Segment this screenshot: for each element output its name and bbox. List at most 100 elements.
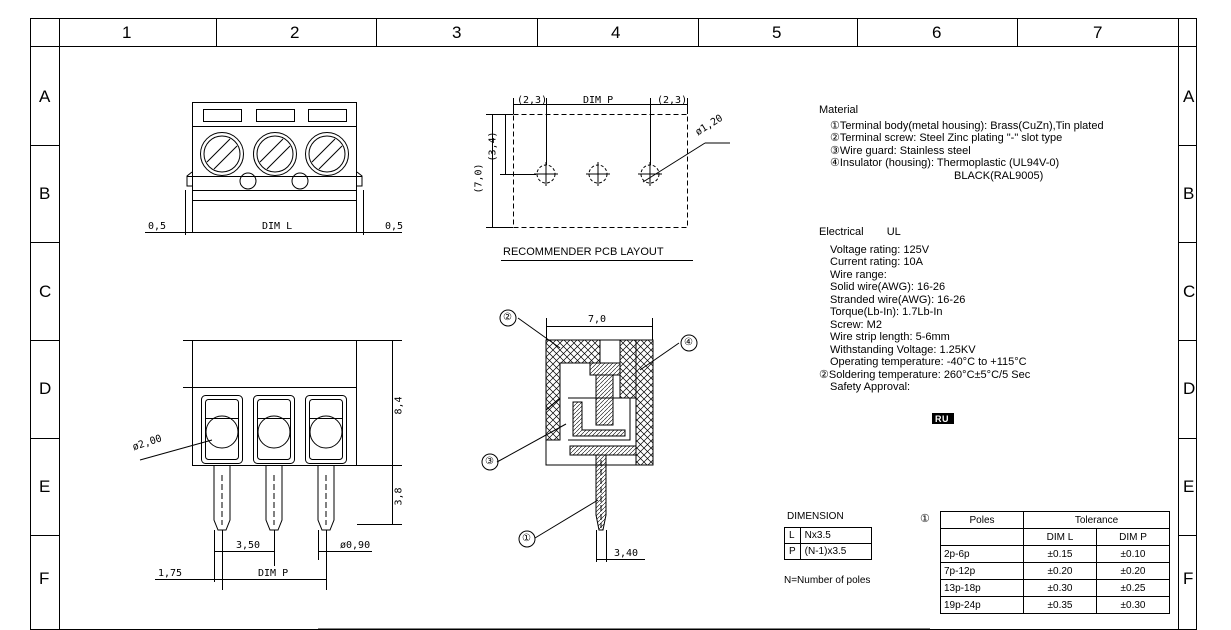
column-label-3: 3: [452, 23, 462, 42]
electrical-ul-heading: UL: [886, 226, 901, 238]
dimension-value: Nx3.5: [799, 527, 872, 544]
front-dim-pitch: 3,50: [236, 540, 261, 551]
poles-cell: 2p-6p: [940, 545, 1024, 563]
electrical-item: ②Soldering temperature: 260°C±5°C/5 Sec: [819, 368, 1031, 381]
dimension-heading: DIMENSION: [787, 511, 844, 522]
front-dim-pin-width: ø0,90: [340, 540, 371, 551]
front-dim-p: DIM P: [258, 568, 289, 579]
pcb-dim-left: (2,3): [517, 95, 548, 106]
material-item: ③Wire guard: Stainless steel: [830, 144, 971, 157]
dimension-value: (N-1)x3.5: [799, 543, 872, 560]
poles-cell: 13p-18p: [940, 579, 1024, 597]
side-view-drawing: [481, 309, 698, 562]
column-label-7: 7: [1093, 23, 1103, 42]
side-dim-width: 7,0: [588, 314, 607, 325]
electrical-item: Stranded wire(AWG): 16-26: [830, 293, 966, 306]
row-label-f: F: [39, 569, 50, 588]
electrical-item: Withstanding Voltage: 1.25KV: [830, 343, 976, 356]
electrical-item: Solid wire(AWG): 16-26: [830, 281, 946, 293]
wire-openings: [201, 395, 347, 464]
row-label-c-right: C: [1183, 282, 1196, 301]
material-heading: Material: [819, 104, 859, 116]
table-row: 7p-12p ±0.20 ±0.20: [940, 562, 1170, 580]
electrical-item: Voltage rating: 125V: [830, 243, 930, 256]
table-row: 2p-6p ±0.15 ±0.10: [940, 545, 1170, 563]
material-item: ①Terminal body(metal housing): Brass(CuZ…: [830, 119, 1104, 132]
dimension-key: P: [784, 543, 801, 560]
callout-leaders: [496, 317, 680, 539]
material-item: ④Insulator (housing): Thermoplastic (UL9…: [830, 157, 1060, 169]
front-dim-offset: 1,75: [158, 568, 183, 579]
electrical-item: Wire strip length: 5-6mm: [830, 331, 950, 343]
row-label-c: C: [39, 282, 52, 301]
dimension-note: N=Number of poles: [784, 575, 871, 586]
electrical-item: Current rating: 10A: [830, 256, 923, 268]
header-empty: [940, 528, 1024, 546]
dimension-key: L: [784, 527, 801, 544]
material-section: Material ①Terminal body(metal housing): …: [819, 104, 1104, 182]
header-poles: Poles: [940, 511, 1024, 529]
material-item: BLACK(RAL9005): [954, 169, 1044, 182]
row-label-a-right: A: [1183, 87, 1195, 106]
dimension-lines-top: [145, 190, 402, 235]
row-label-d: D: [39, 379, 52, 398]
row-label-f-right: F: [1183, 569, 1194, 588]
callout-4: ④: [684, 337, 693, 348]
svg-text:U: U: [942, 414, 949, 424]
dim-p-cell: ±0.10: [1096, 545, 1170, 563]
callout-2: ②: [503, 312, 512, 323]
pins: [213, 465, 335, 531]
side-dim-bottom: 3,40: [614, 548, 639, 559]
pcb-dim-right: (2,3): [657, 95, 688, 106]
table-row: Poles Tolerance: [940, 511, 1170, 529]
header-dim-l: DIM L: [1023, 528, 1097, 546]
callout-3: ③: [485, 456, 494, 467]
electrical-item: Screw: M2: [830, 318, 882, 331]
pcb-dim-pitch: DIM P: [583, 95, 614, 106]
row-label-b-right: B: [1183, 184, 1195, 203]
dim-l-cell: ±0.35: [1023, 596, 1097, 614]
pcb-layout-title: RECOMMENDER PCB LAYOUT: [503, 246, 664, 258]
dim-l-cell: ±0.20: [1023, 562, 1097, 580]
electrical-item: Safety Approval:: [830, 381, 911, 393]
column-label-4: 4: [611, 23, 621, 42]
row-label-e-right: E: [1183, 477, 1195, 496]
front-view-drawing: [139, 340, 402, 590]
row-label-e: E: [39, 477, 51, 496]
table-row: DIM L DIM P: [940, 528, 1170, 546]
screw-heads: [200, 132, 349, 190]
header-tolerance: Tolerance: [1023, 511, 1170, 529]
dimension-table: L Nx3.5 P (N-1)x3.5: [784, 527, 872, 560]
electrical-heading: Electrical: [819, 226, 864, 238]
table-row: 19p-24p ±0.35 ±0.30: [940, 596, 1170, 614]
material-item: ②Terminal screw: Steel Zinc plating "-" …: [830, 132, 1063, 144]
dim-p-cell: ±0.25: [1096, 579, 1170, 597]
callout-1: ①: [522, 533, 531, 544]
svg-text:R: R: [935, 414, 942, 424]
top-dim-right: 0,5: [385, 221, 404, 232]
tolerance-marker: ①: [920, 513, 930, 525]
column-label-6: 6: [932, 23, 942, 42]
electrical-item: Wire range:: [830, 268, 887, 281]
row-label-b: B: [39, 184, 51, 203]
pcb-dim-vertical-small: (3,4): [487, 131, 499, 162]
pcb-layout-drawing: [486, 98, 730, 228]
table-row: 13p-18p ±0.30 ±0.25: [940, 579, 1170, 597]
callout-circles: [481, 309, 698, 548]
row-label-a: A: [39, 87, 51, 106]
electrical-section: Electrical UL Voltage rating: 125V Curre…: [819, 226, 1030, 394]
electrical-item: Operating temperature: -40°C to +115°C: [830, 356, 1027, 368]
column-label-1: 1: [122, 23, 132, 42]
column-label-5: 5: [772, 23, 782, 42]
dim-l-cell: ±0.30: [1023, 579, 1097, 597]
pcb-dim-vertical-total: (7,0): [473, 163, 485, 194]
front-dim-body-height: 8,4: [393, 396, 405, 415]
poles-cell: 7p-12p: [940, 562, 1024, 580]
tolerance-table: Poles Tolerance DIM L DIM P 2p-6p ±0.15 …: [940, 511, 1170, 614]
front-dim-pin-height: 3,8: [393, 487, 405, 506]
poles-cell: 19p-24p: [940, 596, 1024, 614]
dim-p-cell: ±0.30: [1096, 596, 1170, 614]
ul-approval-mark: R U: [932, 413, 954, 424]
